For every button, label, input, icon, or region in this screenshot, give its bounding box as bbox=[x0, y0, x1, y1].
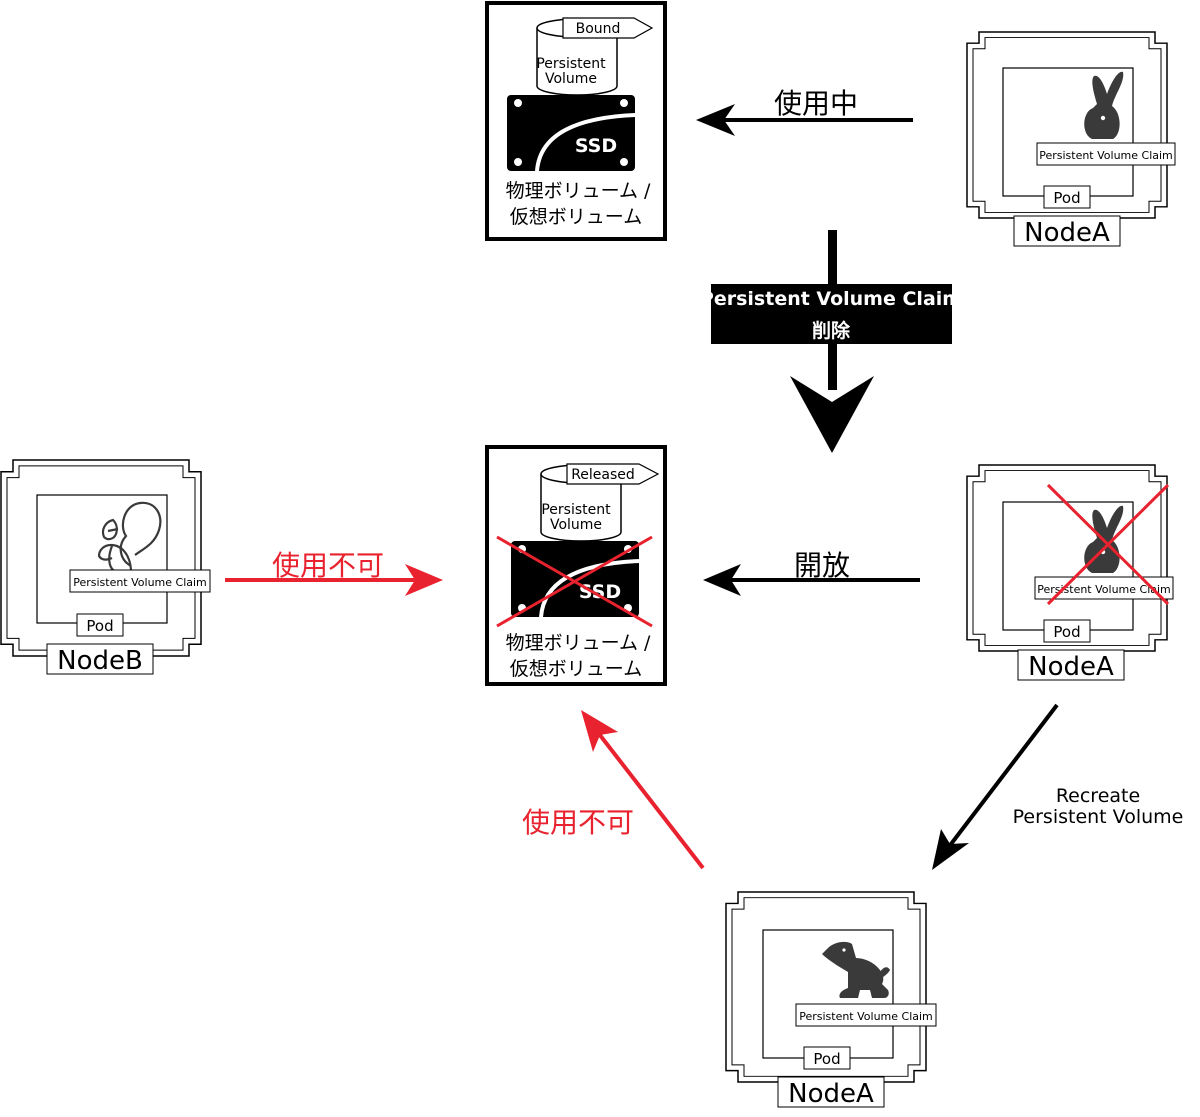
node-label-box bbox=[777, 1076, 885, 1108]
pod-label-box bbox=[76, 613, 124, 637]
in-use-arrow: 使用中 bbox=[696, 87, 913, 136]
pv-label-line1: Persistent bbox=[541, 502, 611, 518]
claim-label-box bbox=[1036, 142, 1176, 166]
node-label: NodeA bbox=[1024, 218, 1110, 248]
node-a-released: Persistent Volume Claim Pod NodeA bbox=[966, 464, 1174, 682]
delete-claim-arrow: Persistent Volume Claim 削除 bbox=[700, 230, 962, 453]
pod-label: Pod bbox=[1053, 623, 1080, 641]
pv-label-line1: Persistent bbox=[536, 56, 606, 72]
rabbit-icon bbox=[1084, 71, 1124, 139]
red-cross-mark bbox=[1046, 483, 1170, 606]
node-label-box bbox=[1013, 215, 1121, 247]
recreate-arrow: Recreate Persistent Volume bbox=[932, 703, 1184, 870]
pod-label: Pod bbox=[1053, 189, 1080, 207]
node-a-recreated: Persistent Volume Claim Pod NodeA bbox=[725, 891, 937, 1109]
status-badge-released: Released bbox=[566, 463, 660, 485]
dog-icon bbox=[822, 941, 890, 998]
ssd-disk-icon: SSD bbox=[507, 95, 636, 172]
recreate-label-line1: Recreate bbox=[1056, 785, 1140, 807]
node-a-top: Persistent Volume Claim Pod NodeA bbox=[966, 31, 1176, 248]
ssd-label: SSD bbox=[579, 581, 621, 603]
unusable-arrow-bottom: 使用不可 bbox=[522, 710, 705, 870]
claim-label: Persistent Volume Claim bbox=[1037, 583, 1171, 596]
pod-label: Pod bbox=[86, 617, 113, 635]
volume-caption-line1: 物理ボリューム / bbox=[506, 180, 651, 202]
volume-caption-line1: 物理ボリューム / bbox=[506, 632, 651, 654]
status-badge-text: Bound bbox=[576, 21, 621, 37]
delete-box-line1: Persistent Volume Claim bbox=[700, 288, 962, 310]
claim-label-box bbox=[69, 569, 211, 593]
ssd-label: SSD bbox=[575, 135, 617, 157]
status-badge-text: Released bbox=[571, 467, 635, 483]
pod-label-box bbox=[803, 1046, 851, 1070]
pv-card-released: Persistent Volume Released SSD 物理ボリューム /… bbox=[485, 445, 667, 686]
pv-label-line2: Volume bbox=[550, 517, 602, 533]
pod-label-box bbox=[1043, 619, 1091, 643]
volume-caption-line2: 仮想ボリューム bbox=[510, 206, 642, 228]
in-use-label: 使用中 bbox=[774, 87, 858, 120]
node-label: NodeA bbox=[788, 1079, 874, 1109]
unusable-label-left: 使用不可 bbox=[272, 549, 384, 582]
claim-label: Persistent Volume Claim bbox=[799, 1010, 933, 1023]
unusable-arrow-left: 使用不可 bbox=[225, 549, 443, 596]
pod-label: Pod bbox=[813, 1050, 840, 1068]
node-label: NodeA bbox=[1028, 652, 1114, 682]
delete-box-line2: 削除 bbox=[812, 319, 851, 342]
node-label-box bbox=[46, 643, 154, 675]
node-label-box bbox=[1017, 649, 1125, 681]
claim-label-box bbox=[795, 1003, 937, 1027]
pod-label-box bbox=[1043, 185, 1091, 209]
pv-label-line2: Volume bbox=[545, 71, 597, 87]
release-label: 開放 bbox=[794, 549, 850, 582]
claim-label: Persistent Volume Claim bbox=[73, 576, 207, 589]
claim-label: Persistent Volume Claim bbox=[1039, 149, 1173, 162]
recreate-label-line2: Persistent Volume bbox=[1013, 806, 1184, 828]
release-arrow: 開放 bbox=[703, 549, 920, 596]
delete-claim-box bbox=[711, 284, 952, 344]
status-badge-bound: Bound bbox=[562, 17, 654, 39]
node-b: Persistent Volume Claim Pod NodeB bbox=[0, 459, 211, 676]
pv-card-bound: Persistent Volume Bound SSD 物理ボリューム / 仮想… bbox=[485, 1, 667, 241]
volume-caption-line2: 仮想ボリューム bbox=[510, 658, 642, 680]
node-label: NodeB bbox=[57, 646, 143, 676]
red-cross-mark bbox=[496, 535, 653, 628]
unusable-label-bottom: 使用不可 bbox=[522, 806, 634, 839]
